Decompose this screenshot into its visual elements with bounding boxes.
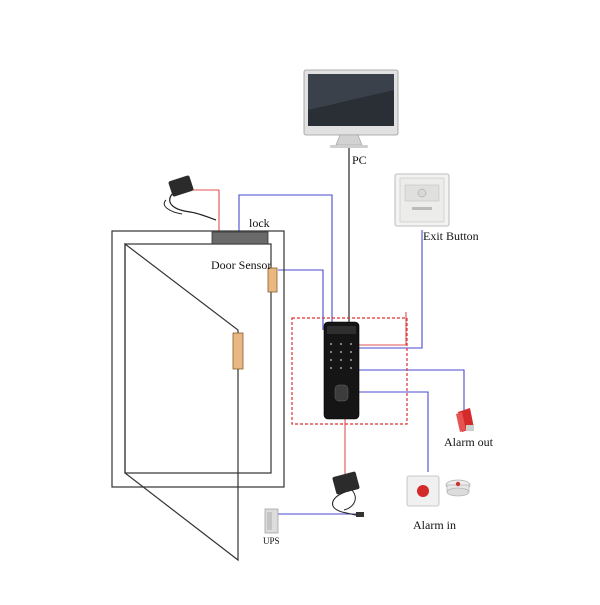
alarm-in-devices: [406, 475, 471, 507]
lock-device: [211, 231, 269, 245]
door-frame-inner: [124, 243, 272, 474]
ups-label: UPS: [263, 536, 280, 546]
alarm-in-label: Alarm in: [413, 518, 456, 532]
ups-device: [264, 508, 279, 534]
lock-signal-wire: [238, 194, 333, 330]
door-frame: [111, 230, 285, 488]
exit-button-device: [394, 173, 450, 227]
exit-button-wire: [358, 230, 423, 349]
terminal-power-adapter: [332, 471, 364, 517]
pc-label: PC: [352, 153, 367, 167]
terminal-keypad: [329, 342, 353, 370]
terminal-power-wire-top: [358, 312, 407, 346]
door: [111, 230, 285, 562]
lock-power-adapter: [163, 175, 217, 221]
pc-monitor: [303, 69, 399, 148]
lock-label: lock: [249, 216, 270, 230]
door-sensor-label: Door Sensor: [211, 258, 272, 272]
alarm-in-wire: [358, 391, 429, 472]
door-sensor-device: [267, 267, 278, 293]
controller-dashed-box: [291, 317, 408, 425]
alarm-out-siren: [456, 408, 474, 432]
wires: [190, 140, 465, 515]
alarm-out-label: Alarm out: [444, 435, 493, 449]
lock-power-wire: [190, 189, 220, 232]
fingerprint-reader: [334, 384, 349, 402]
smoke-detector: [445, 479, 471, 497]
door-strike: [232, 332, 244, 370]
door-sensor-wire: [278, 269, 324, 330]
access-terminal: [323, 321, 360, 420]
alarm-out-wire: [358, 369, 465, 410]
door-leaf: [124, 242, 239, 562]
exit-button-label: Exit Button: [423, 229, 479, 243]
